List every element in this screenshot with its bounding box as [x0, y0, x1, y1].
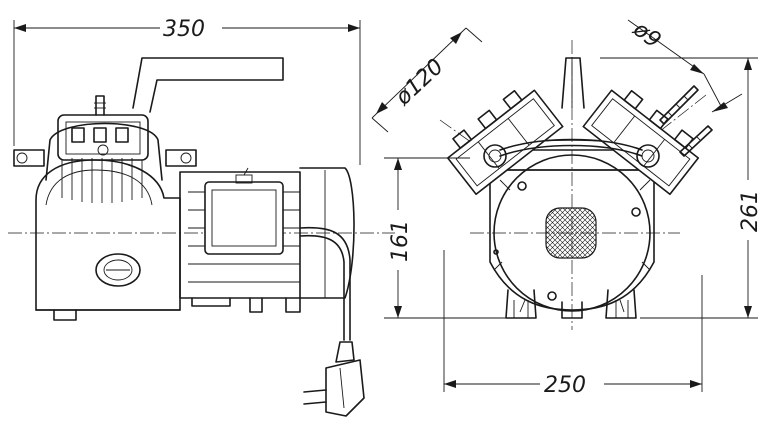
left-port — [13, 149, 45, 167]
carry-handle — [132, 57, 284, 113]
pump-head — [45, 122, 163, 181]
right-port — [165, 149, 197, 167]
handle-top — [561, 57, 585, 109]
pump-foot — [53, 309, 77, 321]
front-feet — [505, 289, 637, 319]
dimension-connection-diameter: ø9 — [628, 16, 743, 113]
side-view: 350 — [8, 17, 395, 417]
motor-foot — [191, 297, 231, 307]
valve-bolts — [71, 127, 129, 156]
dimension-shaft-height: 161 — [384, 157, 506, 319]
dimension-base-width: 250 — [443, 250, 703, 398]
dimension-total-height: 261 — [600, 57, 763, 319]
screw-top-left — [517, 181, 527, 191]
dimension-head-diameter: ø120 — [371, 27, 483, 133]
connecting-tube — [499, 138, 643, 151]
dimension-d9-label: ø9 — [628, 16, 666, 53]
dimension-overall-length: 350 — [13, 17, 361, 165]
hose-nozzle-upper — [659, 85, 699, 125]
screw-bottom — [547, 291, 557, 301]
dimension-350-label: 350 — [163, 17, 205, 42]
dimension-d120-label: ø120 — [390, 54, 448, 111]
power-plug — [303, 341, 365, 417]
front-view: 250 161 261 ø12 — [371, 16, 763, 398]
terminal-box — [204, 181, 284, 255]
left-port-ring — [483, 144, 507, 168]
screw-top-right — [631, 207, 641, 217]
top-port — [95, 95, 105, 116]
power-cable — [299, 226, 351, 341]
motor-housing — [489, 169, 655, 311]
drain-plug — [95, 253, 141, 287]
hose-nozzle-lower — [679, 125, 713, 157]
dimension-261-label: 261 — [738, 190, 763, 232]
cooling-fins — [61, 158, 143, 203]
right-pump-head — [582, 89, 700, 196]
left-pump-head — [446, 89, 564, 196]
motor-ribs — [493, 179, 651, 313]
dimension-250-label: 250 — [544, 373, 586, 398]
dimension-161-label: 161 — [388, 220, 413, 262]
right-port-ring — [636, 144, 660, 168]
valve-plate — [57, 114, 149, 161]
motor-face — [493, 154, 651, 312]
